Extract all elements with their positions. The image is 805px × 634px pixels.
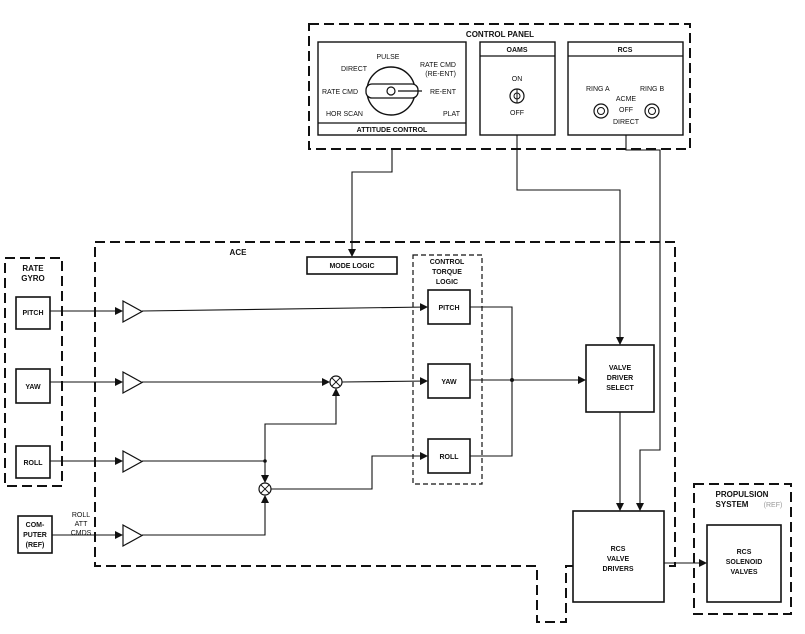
control-torque-logic-border: [412, 254, 483, 485]
control-panel-title: CONTROL PANEL: [466, 30, 534, 39]
rcs-drivers-label-line2: VALVE: [607, 556, 630, 563]
gyro-yaw-box: [15, 368, 51, 404]
rcs-ring-b-label: RING B: [640, 86, 664, 93]
roll-amp-to-sum-line: [142, 460, 269, 483]
rcs-switch-title: RCS: [618, 47, 633, 54]
mode-hor-scan-label: HOR SCAN: [326, 111, 363, 118]
computer-label-line3: (REF): [26, 542, 45, 549]
control-panel: CONTROL PANEL PULSE DIRECT RATE CMD (RE-…: [308, 23, 691, 150]
oams-title: OAMS: [507, 47, 528, 54]
ctl-title-line1: CONTROL: [430, 259, 465, 266]
valve-driver-select-box: [585, 344, 655, 413]
propulsion-ref-label: (REF): [764, 502, 783, 509]
roll-att-cmds-line1: ROLL: [72, 512, 90, 519]
propulsion-title-line2: SYSTEM: [716, 500, 749, 509]
attitude-control-title: ATTITUDE CONTROL: [357, 127, 428, 134]
vds-label-line2: DRIVER: [607, 375, 633, 382]
rate-gyro-border: [4, 257, 63, 487]
rate-gyro-title-line1: RATE: [22, 264, 44, 273]
rcs-switch-to-drivers-line: [625, 135, 661, 511]
rate-gyro-title-line2: GYRO: [21, 274, 45, 283]
roll-att-cmds-line2: ATT: [75, 521, 88, 528]
attitude-to-mode-logic-line: [348, 149, 393, 257]
vds-label-line1: VALVE: [609, 365, 632, 372]
mode-logic-box: [306, 256, 398, 275]
rcs-solenoid-valves-box: [706, 524, 782, 603]
propulsion-system-border: [693, 483, 792, 615]
mode-direct-label: DIRECT: [341, 66, 368, 73]
attitude-control-box: [317, 41, 467, 136]
solenoid-label-line3: VALVES: [731, 569, 758, 576]
rcs-ring-b-switch[interactable]: [644, 103, 660, 119]
mode-plat-label: PLAT: [443, 111, 461, 118]
ace-border: [94, 241, 676, 623]
mode-rate-cmd-reent-label: RATE CMD: [420, 62, 456, 69]
propulsion-title-line1: PROPULSION: [716, 490, 769, 499]
rcs-drivers-label-line3: DRIVERS: [602, 566, 633, 573]
attitude-mode-knob[interactable]: [365, 66, 422, 116]
ctl-merge-dot: [510, 378, 514, 382]
roll-summing-junction: [258, 482, 272, 496]
oams-to-vds-line: [516, 135, 624, 345]
rcs-acme-label: ACME: [616, 96, 637, 103]
mode-logic-label: MODE LOGIC: [329, 263, 374, 270]
rcs-ring-a-label: RING A: [586, 86, 610, 93]
rcs-direct-label: DIRECT: [613, 119, 640, 126]
ctl-roll-out-line: [470, 380, 513, 457]
yaw-sum-to-ctl-line: [341, 377, 428, 386]
mode-re-ent-label: RE-ENT: [430, 89, 457, 96]
computer-label-line1: COM-: [26, 522, 45, 529]
ctl-yaw-box: [427, 363, 471, 399]
mode-pulse-label: PULSE: [377, 54, 400, 61]
roll-sum-to-ctl-line: [271, 452, 428, 490]
gyro-roll-label: ROLL: [23, 460, 43, 467]
yaw-amplifier: [122, 370, 144, 395]
ace-title: ACE: [230, 248, 248, 257]
oams-on-label: ON: [512, 76, 523, 83]
ctl-title-line2: TORQUE: [432, 269, 462, 276]
ctl-pitch-label: PITCH: [439, 305, 460, 312]
pitch-amplifier: [122, 299, 144, 324]
gyro-pitch-label: PITCH: [23, 310, 44, 317]
solenoid-label-line1: RCS: [737, 549, 752, 556]
computer-amp-to-sum-line: [142, 495, 269, 536]
ctl-yaw-label: YAW: [441, 379, 457, 386]
ctl-roll-label: ROLL: [439, 454, 459, 461]
mode-rate-cmd-label: RATE CMD: [322, 89, 358, 96]
rcs-off-label: OFF: [619, 107, 633, 114]
computer-amplifier: [122, 523, 144, 548]
oams-off-label: OFF: [510, 110, 524, 117]
computer-box: [17, 515, 53, 554]
computer-label-line2: PUTER: [23, 532, 47, 539]
pitch-amp-to-ctl-line: [141, 303, 428, 312]
roll-amplifier: [122, 449, 144, 474]
rcs-valve-drivers-box: [572, 510, 665, 603]
gyro-pitch-box: [15, 296, 51, 330]
ctl-pitch-out-line: [470, 306, 513, 380]
solenoid-label-line2: SOLENOID: [726, 559, 763, 566]
ctl-title-line3: LOGIC: [436, 279, 458, 286]
roll-to-yaw-sum-line: [264, 388, 340, 461]
mode-rate-cmd-reent-sub-label: (RE-ENT): [425, 71, 456, 78]
ctl-roll-box: [427, 438, 471, 474]
oams-toggle-switch[interactable]: [509, 88, 525, 104]
rcs-ring-a-switch[interactable]: [593, 103, 609, 119]
gyro-yaw-label: YAW: [25, 384, 41, 391]
gyro-roll-box: [15, 445, 51, 479]
signal-lines: [50, 135, 707, 567]
yaw-summing-junction: [329, 375, 343, 389]
rcs-drivers-label-line1: RCS: [611, 546, 626, 553]
vds-label-line3: SELECT: [606, 385, 634, 392]
control-panel-border: [308, 23, 691, 150]
roll-att-cmds-line3: CMDS: [71, 530, 92, 537]
